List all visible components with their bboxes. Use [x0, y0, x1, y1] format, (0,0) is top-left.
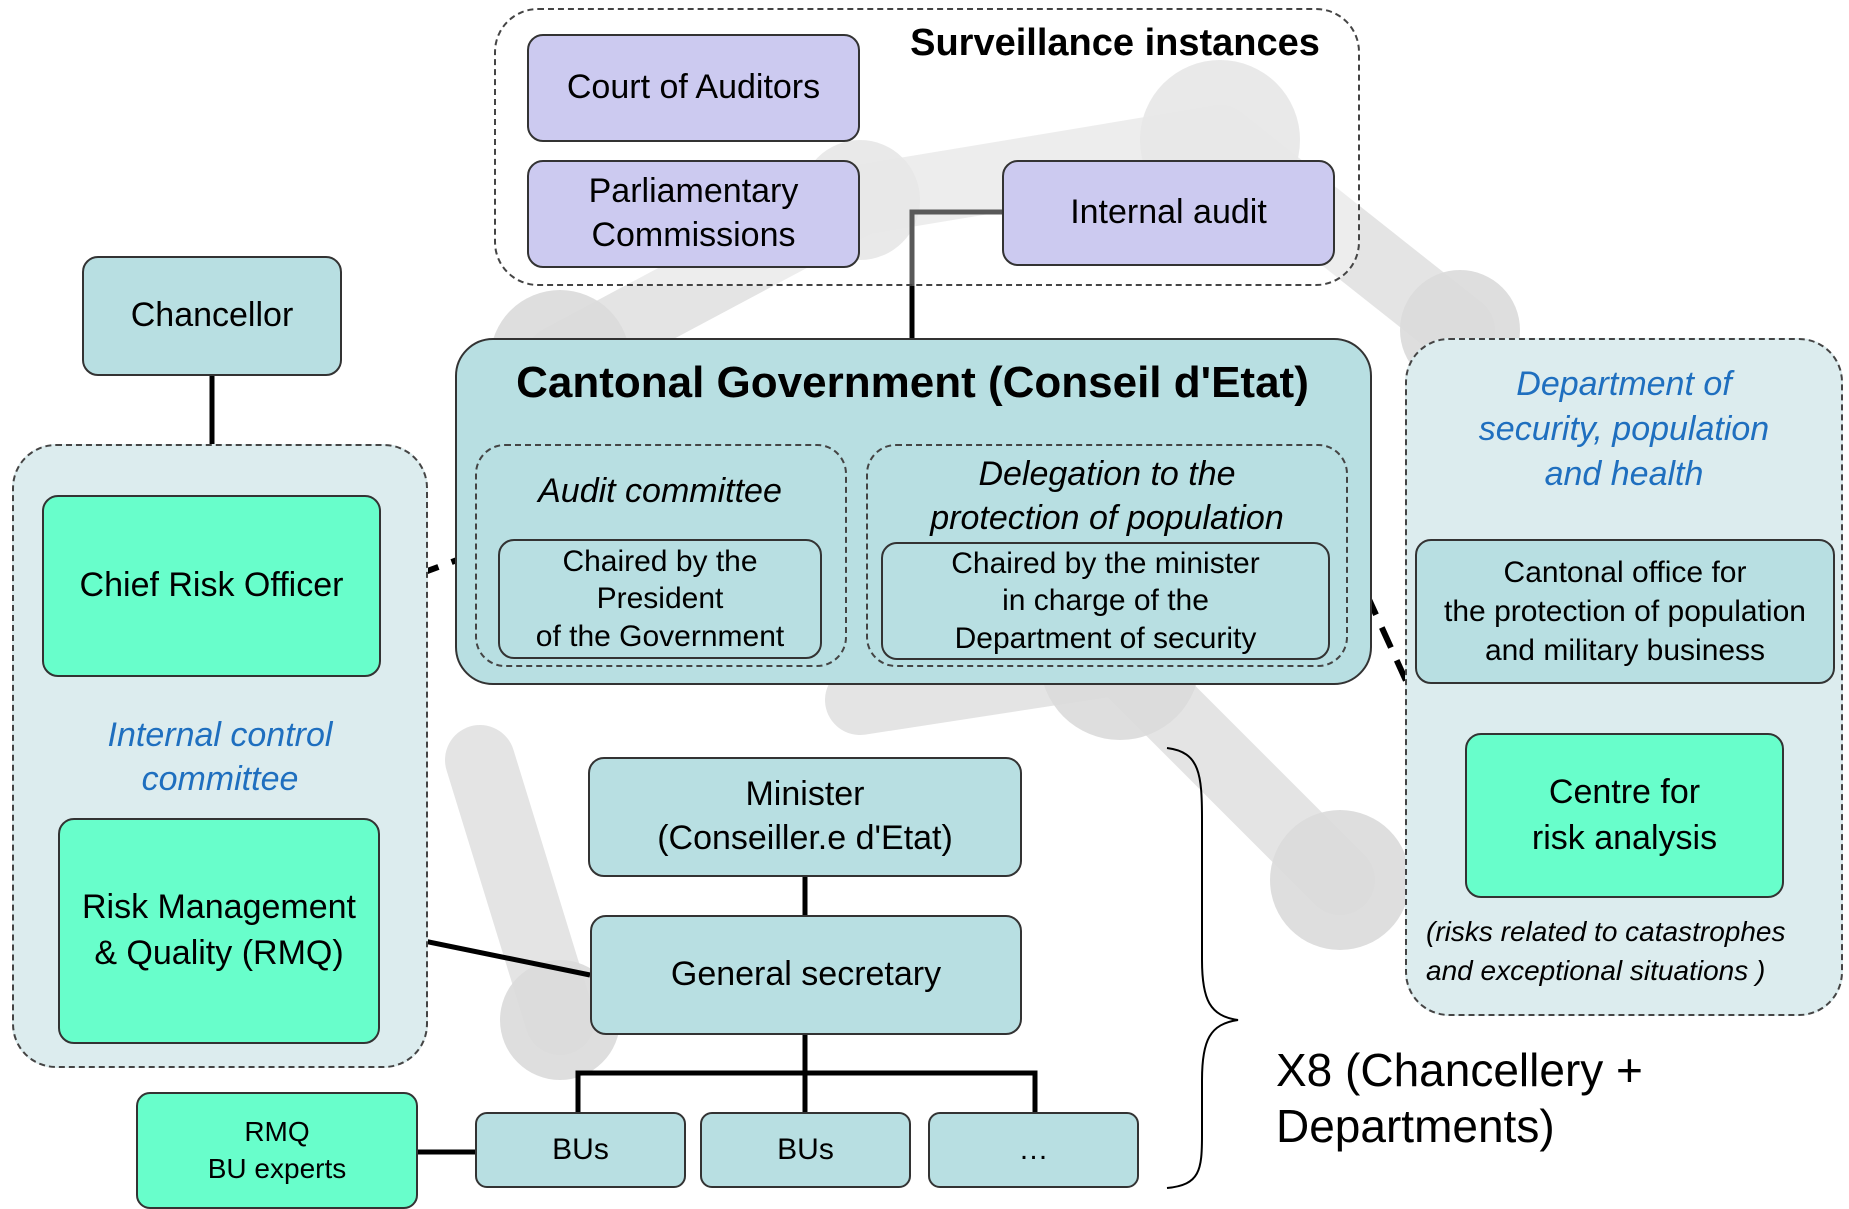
bu-box-1: BUs — [475, 1112, 686, 1188]
parliamentary-commissions-box: Parliamentary Commissions — [527, 160, 860, 268]
audit-committee-title: Audit committee — [538, 472, 782, 510]
x8-label: X8 (Chancellery + Departments) — [1276, 1044, 1643, 1153]
centre-risk-analysis-box: Centre for risk analysis — [1465, 733, 1784, 898]
delegation-chair-box: Chaired by the minister in charge of the… — [881, 542, 1330, 660]
internal-control-committee-label: Internal control committee — [107, 716, 333, 799]
minister-box: Minister (Conseiller.e d'Etat) — [588, 757, 1022, 877]
risk-management-quality-box: Risk Management & Quality (RMQ) — [58, 818, 380, 1044]
surveillance-title: Surveillance instances — [910, 22, 1320, 64]
cantonal-office-box: Cantonal office for the protection of po… — [1415, 539, 1835, 684]
court-of-auditors-box: Court of Auditors — [527, 34, 860, 142]
bu-box-2: BUs — [700, 1112, 911, 1188]
security-department-title: Department of security, population and h… — [1478, 365, 1770, 493]
rmq-bu-experts-box: RMQ BU experts — [136, 1092, 418, 1209]
security-note: (risks related to catastrophes and excep… — [1426, 916, 1786, 986]
general-secretary-box: General secretary — [590, 915, 1022, 1035]
audit-committee-chair-box: Chaired by the President of the Governme… — [498, 539, 822, 659]
delegation-group — [866, 444, 1348, 667]
internal-audit-box: Internal audit — [1002, 160, 1335, 266]
delegation-title: Delegation to the protection of populati… — [930, 455, 1284, 538]
government-title: Cantonal Government (Conseil d'Etat) — [516, 358, 1309, 407]
bu-box-ellipsis: … — [928, 1112, 1139, 1188]
chancellor-box: Chancellor — [82, 256, 342, 376]
chief-risk-officer-box: Chief Risk Officer — [42, 495, 381, 677]
